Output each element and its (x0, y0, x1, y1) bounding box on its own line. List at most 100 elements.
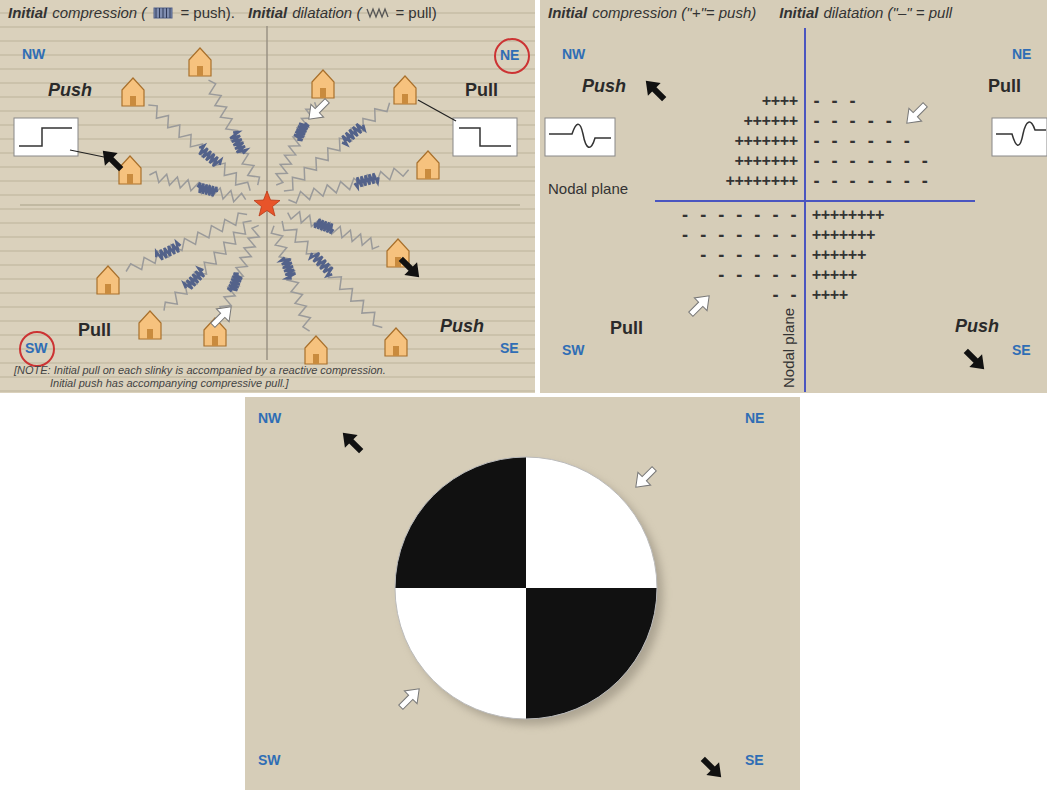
beach-ball (395, 457, 657, 719)
header-text: Initial (548, 4, 587, 22)
station-house (417, 151, 439, 179)
slinky-spring (282, 221, 382, 327)
panel-background (0, 0, 535, 393)
compressed-coil (228, 273, 243, 291)
header-text: Initial (248, 4, 287, 22)
panel-label: Pull (465, 80, 498, 101)
panel-label: Pull (988, 76, 1021, 97)
seismogram-trace (549, 124, 611, 147)
seismogram-inset (992, 118, 1047, 156)
compression-quadrant (526, 588, 657, 719)
polarity-row: - - - (812, 93, 857, 110)
compressed-coil (281, 257, 296, 278)
compass-label: NE (1012, 46, 1031, 62)
seismogram-trace (996, 122, 1046, 145)
compass-label: SW (562, 342, 585, 358)
motion-arrow (959, 344, 990, 375)
compressed-coil (230, 132, 246, 153)
motion-arrow (394, 682, 425, 713)
motion-arrow (696, 752, 727, 783)
station-house (385, 328, 407, 356)
compressed-coil (355, 173, 379, 187)
compass-label: NE (745, 410, 764, 426)
polarity-row: +++++++ (812, 227, 875, 244)
slinky-spring (209, 80, 260, 185)
header-text: compression ("+"= push) (592, 4, 756, 22)
compressed-coil (198, 183, 217, 196)
polarity-row: ++++ (762, 93, 798, 110)
motion-arrow (629, 462, 660, 493)
polarity-row: ++++++ (812, 247, 866, 264)
motion-arrow (96, 144, 127, 175)
polarity-row: +++++++ (735, 133, 798, 150)
panel-label: Pull (78, 320, 111, 341)
polarity-row: ++++++ (744, 113, 798, 130)
compressed-coil (156, 242, 180, 260)
slinky-spring (164, 221, 252, 311)
header-text: Initial (779, 4, 818, 22)
polarity-row: - - - - - - - (681, 207, 798, 224)
seismogram-inset (453, 118, 517, 156)
polarity-row: - - - - - - (812, 133, 911, 150)
station-house (189, 48, 211, 76)
motion-arrow (206, 300, 237, 331)
header-text: compression ( (52, 4, 146, 22)
polarity-row: - - - - - (717, 267, 798, 284)
polarity-row: ++++ (812, 287, 848, 304)
panel-label: Nodal plane (548, 180, 628, 197)
compass-label: SE (1012, 342, 1031, 358)
polarity-row: - - - - - (812, 113, 893, 130)
highlight-ring (495, 39, 529, 73)
nodal-plane-line (804, 28, 806, 392)
panel-label: [NOTE: Initial pull on each slinky is ac… (14, 364, 386, 377)
compressed-coil (294, 123, 309, 140)
epicenter-star (254, 191, 280, 216)
pull-icon (366, 6, 390, 20)
header-text: = push). (180, 4, 235, 22)
compressed-coil (199, 146, 221, 167)
header-text: Initial (8, 4, 47, 22)
polarity-row: ++++++++ (812, 207, 884, 224)
compressed-coil (342, 124, 365, 145)
motion-arrow (302, 94, 333, 125)
polarity-row: - - - - - - - (681, 227, 798, 244)
polarity-row: - - - - - - (699, 247, 798, 264)
panel-label: Push (440, 316, 484, 337)
panel-label: Nodal plane (780, 308, 797, 388)
slinky-spring (284, 103, 390, 191)
station-house (305, 336, 327, 364)
header-text: dilatation ("–" = pull (823, 4, 952, 22)
panel-label: Push (582, 76, 626, 97)
motion-arrow (684, 289, 715, 320)
header-row: Initial compression ( = push). Initial dilat… (8, 4, 437, 22)
polarity-row: - - (771, 287, 798, 304)
compass-label: SE (500, 340, 519, 356)
beach-ball-outline (395, 457, 657, 719)
header-row: Initial compression ("+"= push) Initial dil… (548, 4, 952, 22)
slinky-spring (288, 212, 380, 249)
motion-arrow (336, 426, 367, 457)
polarity-row: - - - - - - - (812, 173, 929, 190)
polarity-row: +++++ (812, 267, 857, 284)
highlight-ring (20, 332, 54, 366)
push-icon (151, 6, 175, 20)
station-house (119, 156, 141, 184)
station-house (139, 311, 161, 339)
panel-label: Pull (610, 318, 643, 339)
header-text: dilatation ( (292, 4, 361, 22)
leader-line (418, 100, 456, 121)
compass-label: SW (258, 752, 281, 768)
motion-arrow (394, 252, 425, 283)
compressed-coil (315, 219, 334, 233)
slinky-spring (149, 172, 245, 202)
station-house (394, 76, 416, 104)
panel-label: Push (955, 316, 999, 337)
motion-arrow (639, 74, 670, 105)
compressed-coil (310, 253, 332, 276)
panel-label: Push (48, 80, 92, 101)
compass-label: NW (22, 46, 45, 62)
nodal-plane-line (655, 200, 975, 202)
station-house (97, 266, 119, 294)
station-houses (97, 48, 439, 364)
slinky-springs (126, 80, 409, 331)
